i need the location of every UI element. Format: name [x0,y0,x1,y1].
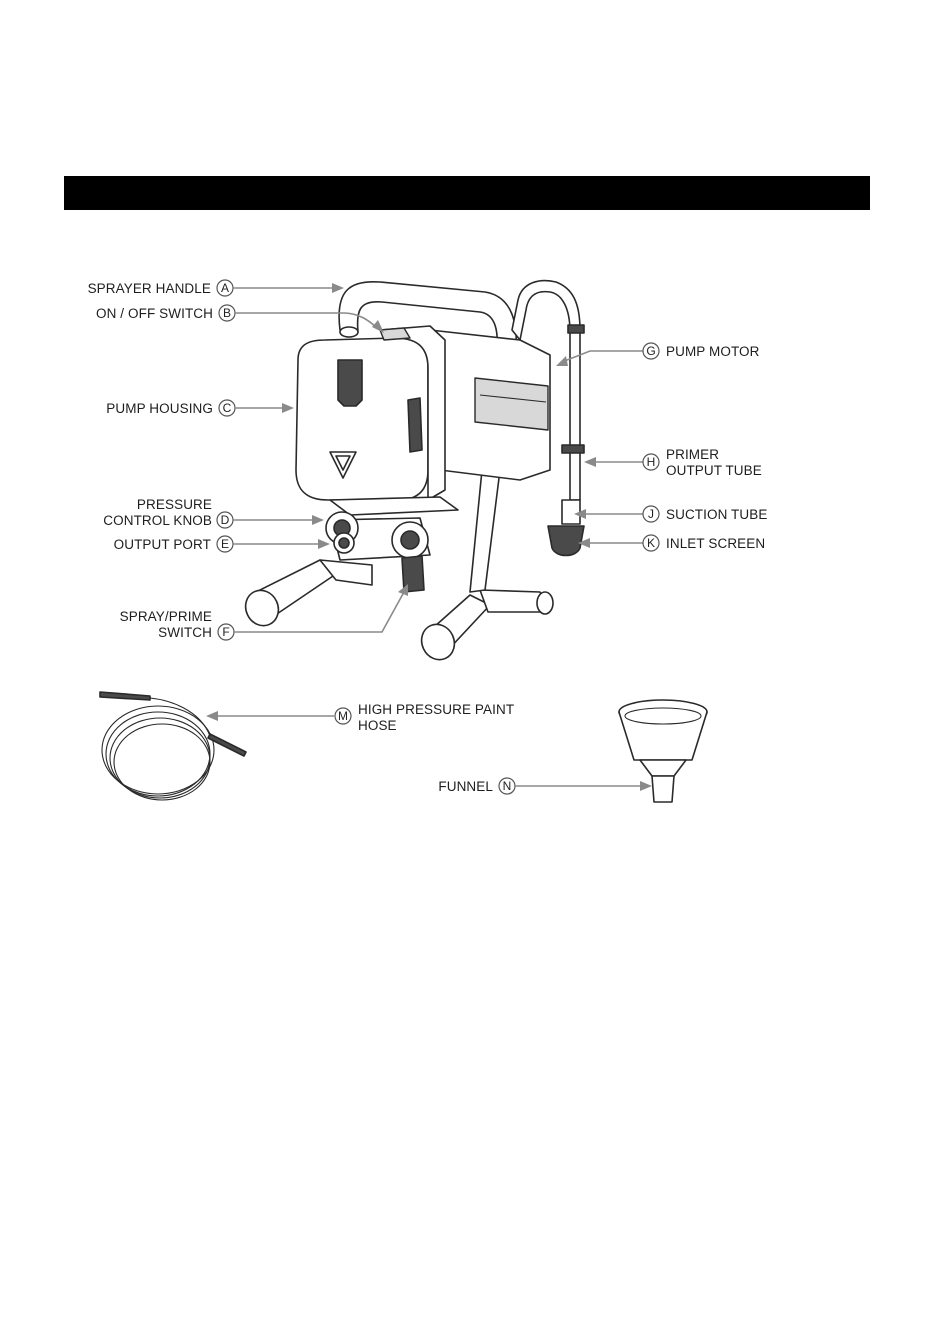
label-spray-prime: SPRAY/PRIME [120,609,212,624]
callout-e: OUTPUT PORT E [114,536,330,552]
label-pressure: PRESSURE [137,497,212,512]
label-suction-tube: SUCTION TUBE [666,507,767,522]
callout-m: M HIGH PRESSURE PAINT HOSE [206,702,514,733]
badge-a-letter: A [221,281,229,295]
callout-g: G PUMP MOTOR [556,343,760,366]
callout-h: H PRIMER OUTPUT TUBE [584,447,762,478]
label-control-knob: CONTROL KNOB [103,513,212,528]
label-output-tube: OUTPUT TUBE [666,463,762,478]
paint-hose-drawing [100,692,246,800]
label-output-port: OUTPUT PORT [114,537,211,552]
badge-e-letter: E [221,537,229,551]
badge-d-letter: D [221,513,230,527]
callout-k: K INLET SCREEN [578,535,765,551]
label-inlet-screen: INLET SCREEN [666,536,765,551]
badge-c-letter: C [223,401,232,415]
callout-a: SPRAYER HANDLE A [88,280,344,296]
label-on-off-switch: ON / OFF SWITCH [96,306,213,321]
label-high-pressure-paint: HIGH PRESSURE PAINT [358,702,514,717]
badge-h-letter: H [647,455,656,469]
badge-f-letter: F [222,625,229,639]
badge-g-letter: G [646,344,655,358]
badge-m-letter: M [338,709,348,723]
badge-b-letter: B [223,306,231,320]
label-sprayer-handle: SPRAYER HANDLE [88,281,211,296]
callout-n: FUNNEL N [438,778,652,794]
label-funnel: FUNNEL [438,779,493,794]
label-switch: SWITCH [158,625,212,640]
paint-sprayer-drawing [240,281,584,665]
badge-n-letter: N [503,779,512,793]
badge-j-letter: J [648,507,654,521]
label-hose: HOSE [358,718,397,733]
badge-k-letter: K [647,536,655,550]
label-pump-motor: PUMP MOTOR [666,344,760,359]
callout-c: PUMP HOUSING C [106,400,294,416]
callout-d: PRESSURE CONTROL KNOB D [103,497,324,528]
callout-j: J SUCTION TUBE [574,506,767,522]
label-primer: PRIMER [666,447,719,462]
label-pump-housing: PUMP HOUSING [106,401,213,416]
